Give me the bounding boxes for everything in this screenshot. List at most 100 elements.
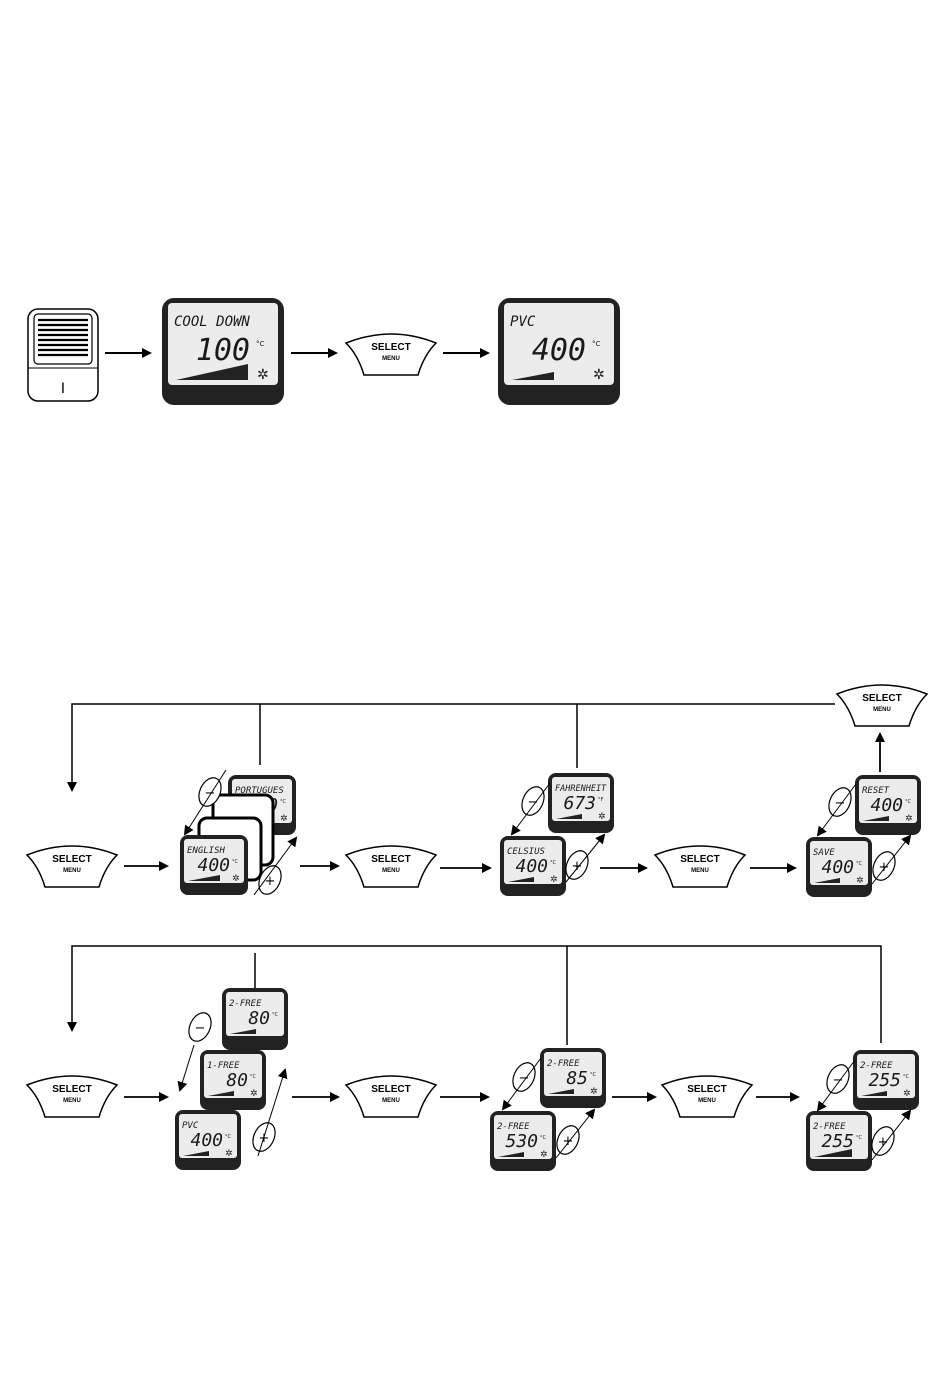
lcd-value: 80 — [226, 1070, 248, 1091]
lcd-2-free-255-top: 2-FREE 255 °C ✲ — [853, 1050, 919, 1110]
fan-icon: ✲ — [280, 814, 288, 824]
lcd-value: 400 — [515, 856, 548, 877]
plus-icon: + — [878, 1135, 889, 1150]
lcd-unit: °C — [280, 799, 287, 805]
lcd-1-free: 1-FREE 80 °C ✲ — [200, 1050, 266, 1110]
lcd-unit: °C — [856, 1135, 863, 1141]
return-loop-lines-row1 — [67, 703, 835, 792]
lcd-unit: °C — [256, 340, 265, 348]
select-menu-button[interactable]: SELECT MENU — [344, 845, 438, 888]
select-label: SELECT — [52, 1084, 91, 1095]
lcd-top-text: PORTUGUES — [235, 786, 284, 796]
select-menu-button[interactable]: SELECT MENU — [835, 684, 929, 727]
menu-label: MENU — [873, 707, 891, 713]
minus-button[interactable]: − — [518, 783, 549, 819]
fan-icon: ✲ — [257, 367, 269, 383]
fan-icon: ✲ — [903, 1089, 911, 1099]
select-menu-button[interactable]: SELECT MENU — [344, 1075, 438, 1118]
lcd-value: 255 — [821, 1131, 854, 1152]
menu-label: MENU — [691, 868, 709, 874]
lcd-value: 85 — [566, 1068, 588, 1089]
lcd-value: 100 — [196, 333, 250, 368]
select-menu-button[interactable]: SELECT MENU — [25, 1075, 119, 1118]
lcd-unit: °C — [903, 1074, 910, 1080]
plus-button[interactable]: + — [255, 862, 286, 898]
fan-icon: ✲ — [856, 876, 864, 886]
lcd-unit: °C — [592, 340, 601, 348]
minus-button[interactable]: − — [825, 784, 856, 820]
lcd-value: 530 — [505, 1131, 538, 1152]
lcd-unit: °C — [905, 799, 912, 805]
plus-button[interactable]: + — [553, 1122, 584, 1158]
lcd-save: SAVE 400 °C ✲ — [806, 837, 872, 897]
select-label: SELECT — [371, 854, 410, 865]
lcd-unit: °F — [598, 797, 604, 803]
select-menu-button[interactable]: SELECT MENU — [660, 1075, 754, 1118]
plus-button[interactable]: + — [869, 848, 900, 884]
plus-button[interactable]: + — [562, 847, 593, 883]
lcd-value: 400 — [197, 855, 230, 876]
lcd-unit: °C — [550, 860, 557, 866]
minus-button[interactable]: − — [823, 1061, 854, 1097]
lcd-top-text: PVC — [510, 314, 536, 330]
lcd-cooldown: COOL DOWN 100 °C ✲ — [162, 298, 284, 405]
minus-icon: − — [519, 1071, 530, 1086]
switch-grille-icon — [38, 318, 88, 357]
level-bar-icon — [176, 364, 248, 380]
lcd-value: 400 — [532, 333, 586, 368]
lcd-unit: °C — [232, 859, 239, 865]
lcd-value: 673 — [563, 793, 596, 814]
select-label: SELECT — [52, 854, 91, 865]
menu-label: MENU — [698, 1098, 716, 1104]
lcd-top-text: RESET — [862, 786, 890, 796]
select-label: SELECT — [371, 342, 410, 353]
lcd-english: ENGLISH 400 °C ✲ — [180, 835, 248, 895]
lcd-top-text: SAVE — [813, 848, 835, 858]
lcd-celsius: CELSIUS 400 °C ✲ — [500, 836, 566, 896]
plus-icon: + — [265, 874, 276, 889]
fan-icon: ✲ — [540, 1150, 548, 1160]
menu-label: MENU — [382, 1098, 400, 1104]
menu-label: MENU — [382, 868, 400, 874]
fan-icon: ✲ — [225, 1149, 233, 1159]
menu-label: MENU — [63, 868, 81, 874]
lcd-unit: °C — [540, 1135, 547, 1141]
select-label: SELECT — [862, 693, 901, 704]
select-menu-button[interactable]: SELECT MENU — [25, 845, 119, 888]
power-switch[interactable]: I — [27, 308, 99, 402]
lcd-top-text: 2-FREE — [229, 999, 262, 1009]
select-menu-button[interactable]: SELECT MENU — [653, 845, 747, 888]
fan-icon: ✲ — [590, 1087, 598, 1097]
lcd-2-free-530: 2-FREE 530 °C ✲ — [490, 1111, 556, 1171]
select-label: SELECT — [687, 1084, 726, 1095]
lcd-2-free-255-bottom: 2-FREE 255 °C — [806, 1111, 872, 1171]
select-menu-button[interactable]: SELECT MENU — [344, 333, 438, 376]
lcd-value: 255 — [868, 1070, 901, 1091]
menu-label: MENU — [382, 356, 400, 362]
fan-icon: ✲ — [593, 367, 605, 383]
lcd-unit: °C — [856, 861, 863, 867]
lcd-top-text: FAHRENHEIT — [555, 784, 607, 794]
return-loop-lines-row2 — [67, 945, 882, 1045]
lcd-unit: °C — [590, 1072, 597, 1078]
lcd-fahrenheit: FAHRENHEIT 673 °F ✲ — [548, 773, 614, 833]
lcd-top-text: CELSIUS — [507, 847, 546, 857]
minus-icon: − — [205, 786, 216, 801]
lcd-2-free-85: 2-FREE 85 °C ✲ — [540, 1048, 606, 1108]
select-label: SELECT — [680, 854, 719, 865]
fan-icon: ✲ — [598, 812, 606, 822]
lcd-pvc-small: PVC 400 °C ✲ — [175, 1110, 241, 1170]
minus-icon: − — [528, 795, 539, 810]
plus-icon: + — [572, 859, 583, 874]
minus-button[interactable]: − — [185, 1009, 216, 1045]
fan-icon: ✲ — [250, 1089, 258, 1099]
minus-button[interactable]: − — [509, 1059, 540, 1095]
lcd-top-text: PVC — [182, 1121, 199, 1131]
plus-button[interactable]: + — [868, 1123, 899, 1159]
plus-icon: + — [879, 860, 890, 875]
fan-icon: ✲ — [550, 875, 558, 885]
lcd-reset: RESET 400 °C ✲ — [855, 775, 921, 835]
lcd-unit: °C — [250, 1074, 257, 1080]
lcd-value: 80 — [248, 1008, 270, 1029]
